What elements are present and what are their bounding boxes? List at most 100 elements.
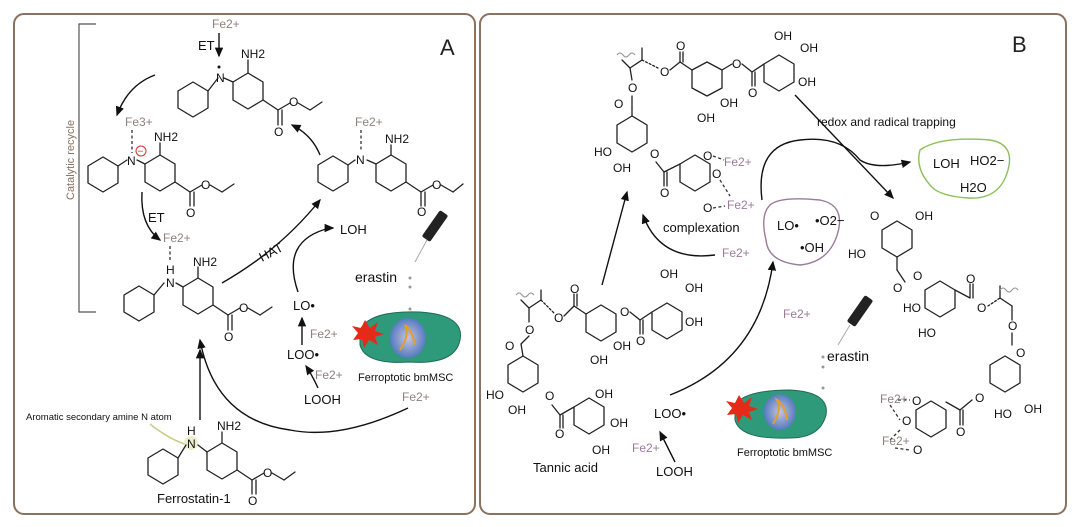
- atom-o: O: [660, 65, 669, 79]
- fe2-label: Fe2+: [880, 392, 908, 406]
- product-species: LOH: [933, 156, 960, 171]
- amine-annotation: Aromatic secondary amine N atom: [26, 412, 172, 423]
- atom-o: O: [913, 443, 922, 457]
- looh-label: LOOH: [304, 392, 341, 407]
- panel-b-letter: B: [1012, 32, 1027, 57]
- panel-b-frame: [479, 13, 1067, 515]
- fe2-label: Fe2+: [310, 327, 338, 341]
- atom-o: O: [956, 425, 965, 439]
- fe2-label: Fe2+: [783, 307, 811, 321]
- looh-to-loo-arrow: [305, 364, 319, 389]
- atom-ho: HO: [994, 407, 1012, 421]
- erastin-label: erastin: [827, 348, 869, 364]
- atom-ho: HO: [594, 145, 612, 159]
- atom-o: O: [432, 178, 441, 192]
- cell-label: Ferroptotic bmMSC: [358, 372, 453, 384]
- atom-o: O: [977, 301, 986, 315]
- atom-o: O: [703, 201, 712, 215]
- atom-oh: OH: [610, 416, 628, 430]
- molecule-fe-complex-bottom: H N NH2 O O: [123, 246, 273, 344]
- atom-o: O: [913, 269, 922, 283]
- redox-label: redox and radical trapping: [817, 115, 956, 129]
- atom-o: O: [417, 205, 426, 219]
- atom-o: O: [676, 39, 685, 53]
- ros-species: •OH: [800, 240, 824, 255]
- atom-nh2: NH2: [241, 47, 265, 61]
- atom-oh: OH: [595, 387, 613, 401]
- ferrostatin-1-label: Ferrostatin-1: [157, 491, 231, 506]
- fe2-label: Fe2+: [722, 246, 750, 260]
- erastin-label: erastin: [355, 269, 397, 285]
- tannic-to-complex-arrow: [601, 190, 629, 286]
- atom-o: O: [201, 178, 210, 192]
- fe3-label: Fe3+: [125, 115, 153, 129]
- et-label-top: ET: [198, 38, 215, 53]
- fe2-label: Fe2+: [212, 17, 240, 31]
- atom-h: H: [187, 424, 196, 438]
- hat-label: HAT: [256, 240, 285, 265]
- atom-o: O: [660, 186, 669, 200]
- atom-oh: OH: [697, 111, 715, 125]
- product-species: HO2−: [970, 153, 1004, 168]
- ferroptotic-cell-icon: [726, 389, 827, 439]
- atom-oh: OH: [685, 281, 703, 295]
- panel-a-frame: [13, 13, 476, 515]
- atom-o: O: [628, 81, 637, 95]
- tannic-acid-fragment-top: O O O O O OH OH OH OH OH O HO: [594, 29, 818, 215]
- molecule-anion: N − NH2 O O: [87, 130, 235, 220]
- cycle-arrow-1: [115, 74, 156, 117]
- atom-oh: OH: [613, 161, 631, 175]
- atom-n: N: [216, 71, 225, 85]
- atom-oh: OH: [915, 209, 933, 223]
- atom-o: O: [239, 301, 248, 315]
- atom-oh: OH: [592, 443, 610, 457]
- panel-a-letter: A: [440, 35, 455, 60]
- atom-o: O: [1008, 319, 1017, 333]
- atom-o: O: [555, 427, 564, 441]
- fe2-label: Fe2+: [315, 368, 343, 382]
- complexation-label: complexation: [663, 220, 740, 235]
- fe2-label: Fe2+: [402, 390, 430, 404]
- atom-o: O: [636, 334, 645, 348]
- tannic-acid-label: Tannic acid: [533, 460, 598, 475]
- looh-to-loo-arrow: [659, 430, 676, 463]
- atom-o: O: [224, 330, 233, 344]
- atom-o: O: [912, 394, 921, 408]
- fe-recycle-arrow: [197, 338, 409, 434]
- atom-oh: OH: [685, 315, 703, 329]
- atom-o: O: [748, 86, 757, 100]
- ros-bubble: [763, 198, 841, 266]
- ros-species: LO•: [777, 218, 799, 233]
- burst-icon: [726, 395, 758, 423]
- syringe-icon: [837, 295, 873, 346]
- molecule-radical-top: N NH2 O O: [177, 47, 323, 139]
- atom-o: O: [570, 282, 579, 296]
- atom-oh: OH: [800, 41, 818, 55]
- ferroptotic-cell-icon: [352, 311, 461, 363]
- fe2-label: Fe2+: [355, 115, 383, 129]
- atom-o: O: [703, 149, 712, 163]
- atom-n: N: [187, 437, 196, 451]
- atom-o: O: [650, 147, 659, 161]
- atom-n: N: [127, 154, 136, 168]
- atom-nh2: NH2: [217, 419, 241, 433]
- tannic-acid-molecule: O O O O O OH OH OH OH OH O HO: [486, 267, 703, 457]
- molecule-ferrostatin-1: H N NH2 O O: [147, 419, 296, 508]
- panel-b: B O O O O O OH OH OH: [479, 13, 1067, 515]
- panel-a: A Catalytic recycle N NH2 O O Fe2+ ET: [13, 13, 476, 515]
- atom-o: O: [870, 209, 879, 223]
- hat-arrow: [221, 198, 321, 284]
- atom-h: H: [166, 263, 175, 277]
- atom-nh2: NH2: [193, 255, 217, 269]
- atom-oh: OH: [1024, 402, 1042, 416]
- atom-o: O: [712, 167, 721, 181]
- atom-o: O: [505, 339, 514, 353]
- atom-ho: HO: [848, 247, 866, 261]
- negative-charge-icon: [135, 145, 147, 157]
- complexation-arrow: [641, 213, 716, 257]
- loo-radical-label: LOO•: [654, 406, 686, 421]
- fe2-label: Fe2+: [727, 198, 755, 212]
- product-species: H2O: [960, 180, 987, 195]
- atom-oh: OH: [660, 267, 678, 281]
